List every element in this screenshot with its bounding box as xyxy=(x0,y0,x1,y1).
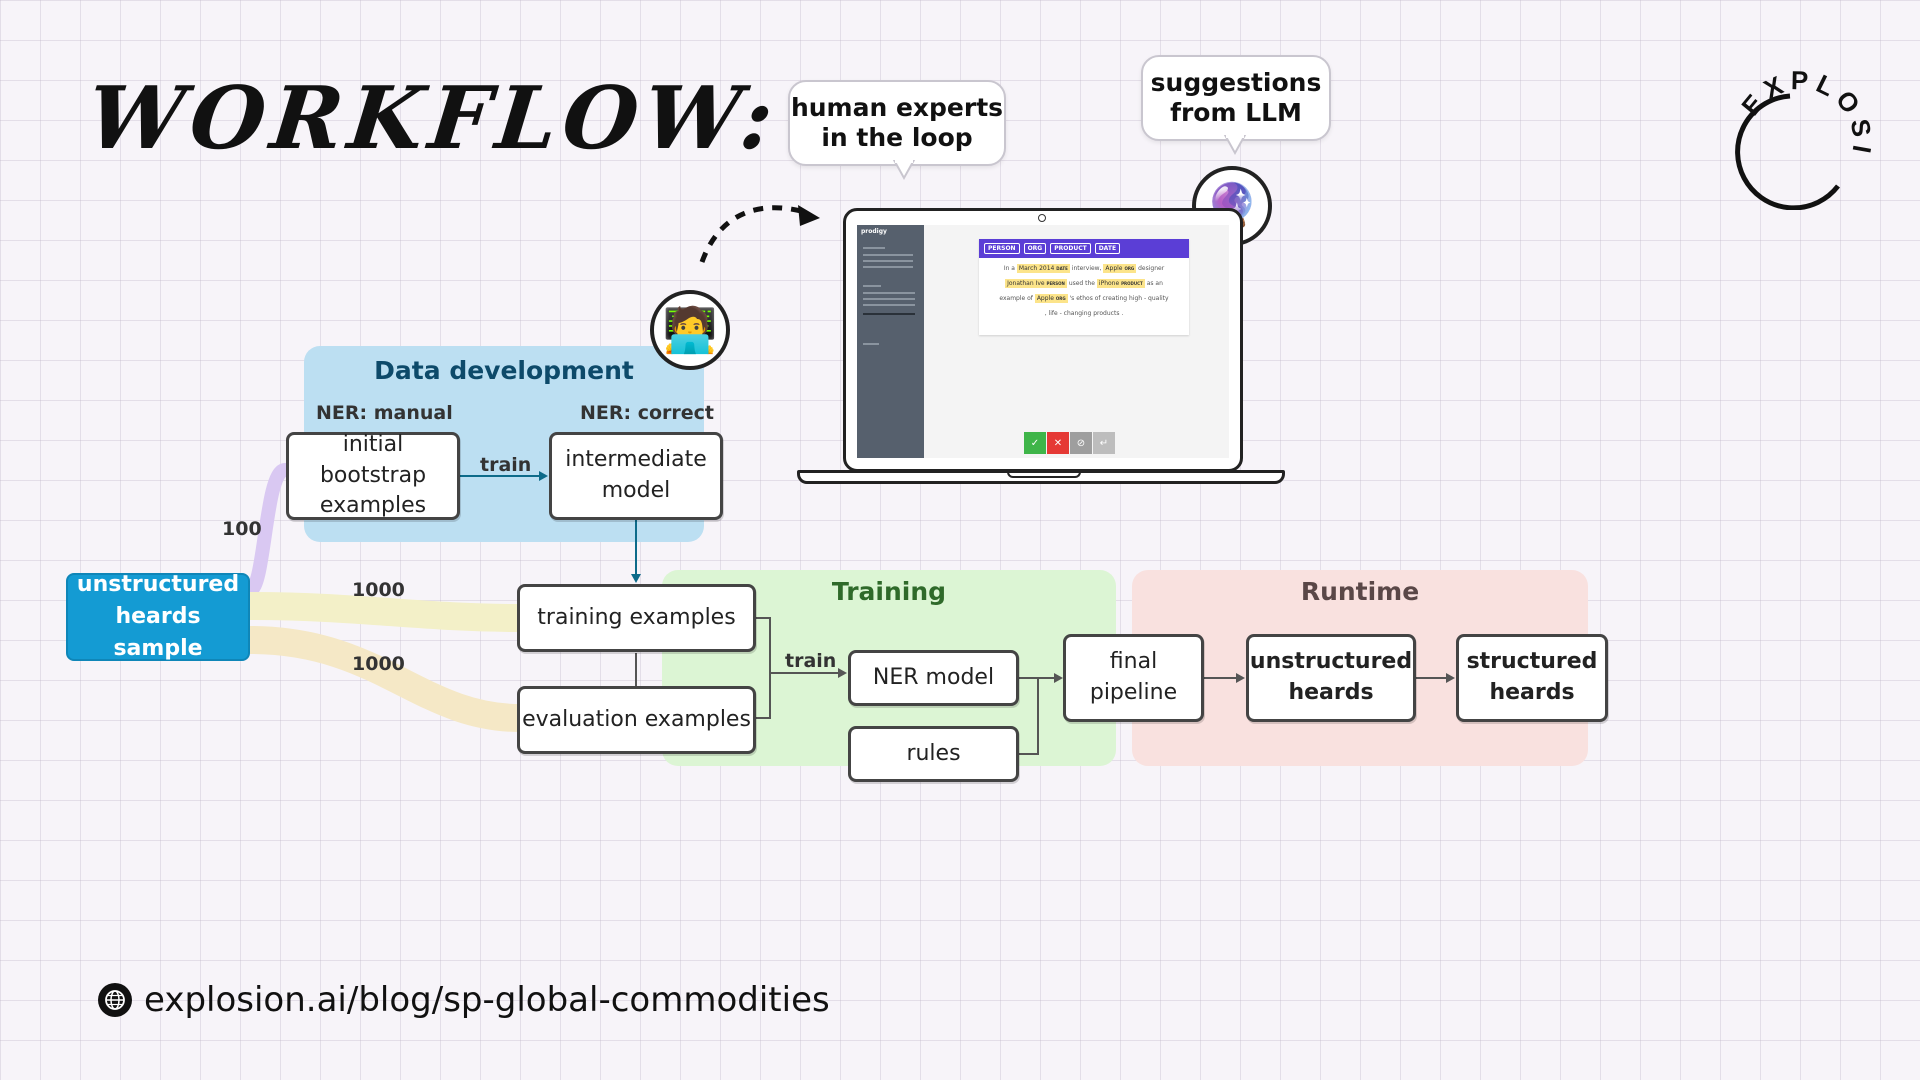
final-pipeline-label: final pipeline xyxy=(1089,649,1178,705)
examples-bracket xyxy=(756,617,771,719)
down-arrow-head xyxy=(631,574,641,583)
bootstrap-box-label: initial bootstrap examples xyxy=(319,431,427,519)
prodigy-task-card: PERSON ORG PRODUCT DATE In a March 2014 … xyxy=(979,239,1189,335)
footer-url[interactable]: explosion.ai/blog/sp-global-commodities xyxy=(144,980,830,1020)
data-development-title: Data development xyxy=(374,356,634,385)
label-product[interactable]: PRODUCT xyxy=(1050,243,1091,254)
prodigy-screen: prodigy PERSON ORG PRODUCT DATE In a Mar… xyxy=(857,225,1229,458)
pipeline-arrow-head xyxy=(1054,673,1063,683)
train-label-2: train xyxy=(785,650,837,672)
runtime-arrow-2-head xyxy=(1446,673,1455,683)
llm-bubble-tail xyxy=(1223,135,1247,156)
footer-link[interactable]: explosion.ai/blog/sp-global-commodities xyxy=(98,980,830,1020)
entity-date[interactable]: March 2014 DATE xyxy=(1016,264,1070,273)
human-experts-bubble: human experts in the loop xyxy=(788,80,1006,166)
count-bootstrap: 100 xyxy=(222,518,262,540)
source-sample-label: unstructured heards sample xyxy=(76,572,240,661)
evaluation-examples-label: evaluation examples xyxy=(522,706,751,732)
structured-heards-label: structured heards xyxy=(1466,649,1598,705)
evaluation-examples-box: evaluation examples xyxy=(517,686,756,754)
entity-person[interactable]: Jonathan Ive PERSON xyxy=(1005,279,1067,288)
prodigy-sidebar: prodigy xyxy=(857,225,924,458)
dashed-arrow xyxy=(699,205,806,263)
training-examples-label: training examples xyxy=(537,604,736,630)
prodigy-annotation-text: In a March 2014 DATE interview, Apple OR… xyxy=(999,264,1169,317)
structured-heards-box: structured heards xyxy=(1456,634,1608,722)
undo-button[interactable]: ↵ xyxy=(1093,432,1115,454)
bootstrap-ribbon xyxy=(246,463,290,597)
accept-button[interactable]: ✓ xyxy=(1024,432,1046,454)
label-date[interactable]: DATE xyxy=(1094,243,1121,254)
train-arrow-1-head xyxy=(539,471,548,481)
human-experts-text: human experts in the loop xyxy=(790,93,1004,152)
llm-suggestions-bubble: suggestions from LLM xyxy=(1141,55,1331,141)
entity-org-2[interactable]: Apple ORG xyxy=(1034,294,1068,303)
intermediate-model-box: intermediate model xyxy=(549,432,723,520)
bootstrap-box: initial bootstrap examples xyxy=(286,432,460,520)
intermediate-model-label: intermediate model xyxy=(565,447,707,503)
unstructured-heards-label: unstructured heards xyxy=(1249,649,1413,705)
rules-box: rules xyxy=(848,726,1019,782)
label-org[interactable]: ORG xyxy=(1023,243,1047,254)
train-label-1: train xyxy=(480,454,532,476)
count-evaluation: 1000 xyxy=(352,653,405,675)
runtime-title: Runtime xyxy=(1300,577,1420,606)
evaluation-ribbon xyxy=(249,626,521,732)
training-examples-box: training examples xyxy=(517,584,756,652)
ignore-button[interactable]: ⊘ xyxy=(1070,432,1092,454)
train-arrow-2-head xyxy=(838,668,847,678)
entity-product[interactable]: iPhone PRODUCT xyxy=(1096,279,1145,288)
explosion-logo-icon: EXPLOSION xyxy=(1707,16,1872,211)
ner-model-label: NER model xyxy=(872,664,995,690)
count-training: 1000 xyxy=(352,579,405,601)
ner-model-box: NER model xyxy=(848,650,1019,706)
prodigy-label-bar: PERSON ORG PRODUCT DATE xyxy=(979,239,1189,258)
rules-to-pipeline xyxy=(1019,678,1039,755)
label-person[interactable]: PERSON xyxy=(984,243,1020,254)
source-sample: unstructured heards sample xyxy=(66,572,250,661)
rules-label: rules xyxy=(906,740,961,766)
human-bubble-tail xyxy=(892,160,916,181)
laptop-notch xyxy=(1007,470,1081,478)
laptop-camera xyxy=(1038,214,1046,222)
ner-manual-label: NER: manual xyxy=(316,402,453,424)
unstructured-heards-box: unstructured heards xyxy=(1246,634,1416,722)
entity-org[interactable]: Apple ORG xyxy=(1103,264,1137,273)
globe-icon xyxy=(98,983,132,1017)
runtime-arrow-1-head xyxy=(1236,673,1245,683)
technologist-icon: 🧑‍💻 xyxy=(662,305,718,356)
ner-correct-label: NER: correct xyxy=(580,402,715,424)
explosion-logo: EXPLOSION xyxy=(1707,16,1890,211)
training-title: Training xyxy=(831,577,947,606)
training-ribbon xyxy=(249,592,521,632)
final-pipeline-box: final pipeline xyxy=(1063,634,1204,722)
reject-button[interactable]: ✕ xyxy=(1047,432,1069,454)
prodigy-brand: prodigy xyxy=(861,228,887,235)
dashed-arrow-head xyxy=(798,205,820,226)
llm-suggestions-text: suggestions from LLM xyxy=(1150,68,1322,127)
human-expert-avatar: 🧑‍💻 xyxy=(650,290,730,370)
